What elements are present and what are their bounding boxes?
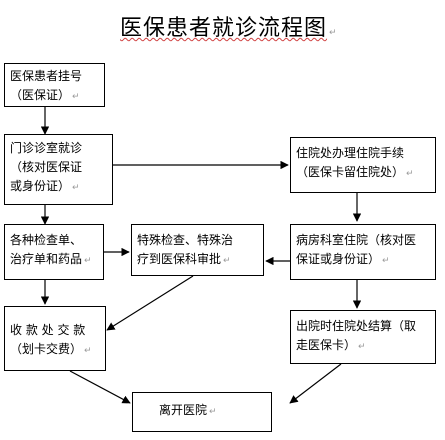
- return-mark-icon: ↵: [329, 28, 338, 38]
- step-discharge-settlement-line1: 出院时住院处结算（取: [296, 319, 417, 333]
- step-outpatient-line3: 或身份证）: [10, 179, 71, 193]
- step-special-approval-line1: 特殊检查、特殊治: [137, 233, 234, 247]
- step-special-approval-line2: 疗到医保科审批: [137, 252, 222, 266]
- diagram-title: 医保患者就诊流程图↵: [120, 14, 380, 48]
- step-exams-and-drugs: 各种检查单、 治疗单和药品↵: [4, 224, 104, 280]
- title-text: 医保患者就诊流程图: [120, 16, 328, 41]
- return-mark-icon: ↵: [358, 342, 366, 352]
- return-mark-icon: ↵: [382, 256, 390, 266]
- step-exams-and-drugs-line2: 治疗单和药品: [10, 252, 83, 266]
- step-leave-hospital-line1: 离开医院: [159, 403, 208, 417]
- step-discharge-settlement: 出院时住院处结算（取 走医保卡）↵: [290, 310, 436, 364]
- step-inpatient-procedures-line1: 住院处办理住院手续: [296, 146, 405, 160]
- step-payment-office-line1: 收 款 处 交 款: [10, 323, 86, 337]
- step-outpatient-line1: 门诊诊室就诊: [10, 141, 83, 155]
- return-mark-icon: ↵: [84, 256, 92, 266]
- step-exams-and-drugs-line1: 各种检查单、: [10, 233, 83, 247]
- arrow-discharge-to-leave: [289, 363, 342, 404]
- step-registration-line1: 医保患者挂号: [10, 69, 83, 83]
- step-inpatient-procedures: 住院处办理住院手续 （医保卡留住院处）↵: [290, 137, 436, 193]
- return-mark-icon: ↵: [72, 92, 80, 102]
- return-mark-icon: ↵: [209, 407, 217, 417]
- step-ward-stay-line1: 病房科室住院（核对医: [296, 233, 417, 247]
- arrow-payment-office-to-leave: [69, 370, 131, 404]
- step-leave-hospital: 离开医院↵: [132, 392, 272, 432]
- arrow-special-approval-to-payment-office: [106, 275, 194, 331]
- step-payment-office: 收 款 处 交 款 （划卡交费）↵: [4, 306, 106, 371]
- step-inpatient-procedures-line2: （医保卡留住院处）: [296, 165, 405, 179]
- step-special-approval: 特殊检查、特殊治 疗到医保科审批↵: [131, 224, 264, 276]
- return-mark-icon: ↵: [72, 183, 80, 193]
- return-mark-icon: ↵: [84, 346, 92, 356]
- return-mark-icon: ↵: [406, 169, 414, 179]
- step-registration: 医保患者挂号 （医保证）↵: [4, 63, 105, 107]
- step-discharge-settlement-line2: 走医保卡）: [296, 338, 357, 352]
- step-ward-stay: 病房科室住院（核对医 保证或身份证）↵: [290, 224, 436, 280]
- step-outpatient-line2: （核对医保证: [10, 160, 83, 174]
- step-registration-line2: （医保证）: [10, 88, 71, 102]
- return-mark-icon: ↵: [223, 256, 231, 266]
- step-payment-office-line2: （划卡交费）: [10, 342, 83, 356]
- step-ward-stay-line2: 保证或身份证）: [296, 252, 381, 266]
- step-outpatient: 门诊诊室就诊 （核对医保证 或身份证）↵: [4, 134, 113, 205]
